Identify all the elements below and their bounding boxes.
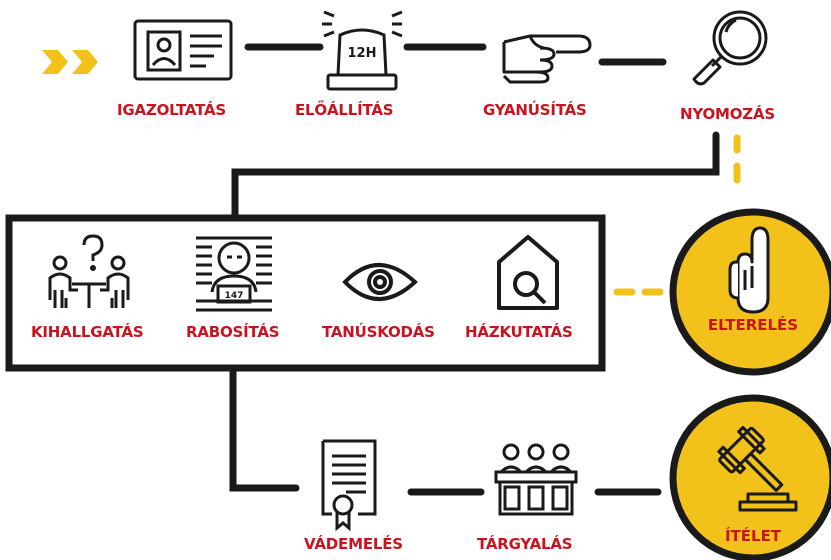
step-label-elterelés: ELTERELÉS <box>707 316 799 334</box>
id-card-icon <box>133 19 233 81</box>
step-label-itelet: ÍTÉLET <box>724 527 782 545</box>
step-label-tanuskodas: TANÚSKODÁS <box>322 323 435 341</box>
pointing-hand-icon <box>502 34 592 84</box>
document-seal-icon <box>321 439 377 532</box>
step-label-nyomozas: NYOMOZÁS <box>680 105 775 123</box>
step-label-vademeles: VÁDEMELÉS <box>304 535 403 553</box>
investigation-box <box>5 214 606 372</box>
step-label-kihallgatas: KIHALLGATÁS <box>31 323 144 341</box>
nyomozas-to-box-connector <box>231 131 720 218</box>
jury-icon <box>494 443 578 516</box>
gavel-icon <box>717 425 798 512</box>
step-label-targyalas: TÁRGYALÁS <box>477 535 573 553</box>
interrogation-icon <box>48 234 130 308</box>
top-connectors <box>244 43 667 66</box>
siren-badge: 12H <box>348 46 377 61</box>
mugshot-icon <box>196 236 272 312</box>
step-label-rabositas: RABOSÍTÁS <box>186 323 280 341</box>
double-chevron-icon <box>42 50 98 74</box>
siren-icon <box>322 10 403 91</box>
eye-icon <box>342 263 418 301</box>
step-label-igazoltatas: IGAZOLTATÁS <box>117 101 226 119</box>
itelet-circle <box>669 394 831 560</box>
step-label-hazkutatas: HÁZKUTATÁS <box>465 323 573 341</box>
raised-hand-icon <box>728 226 770 314</box>
box-to-bottom-connector <box>229 368 662 496</box>
step-label-gyanusitas: GYANÚSÍTÁS <box>483 101 587 119</box>
mugshot-number: 147 <box>225 291 244 301</box>
magnifier-icon <box>692 10 768 86</box>
house-search-icon <box>497 235 559 310</box>
dashed-connectors <box>613 134 741 296</box>
step-label-eloallitas: ELŐÁLLÍTÁS <box>295 101 394 119</box>
